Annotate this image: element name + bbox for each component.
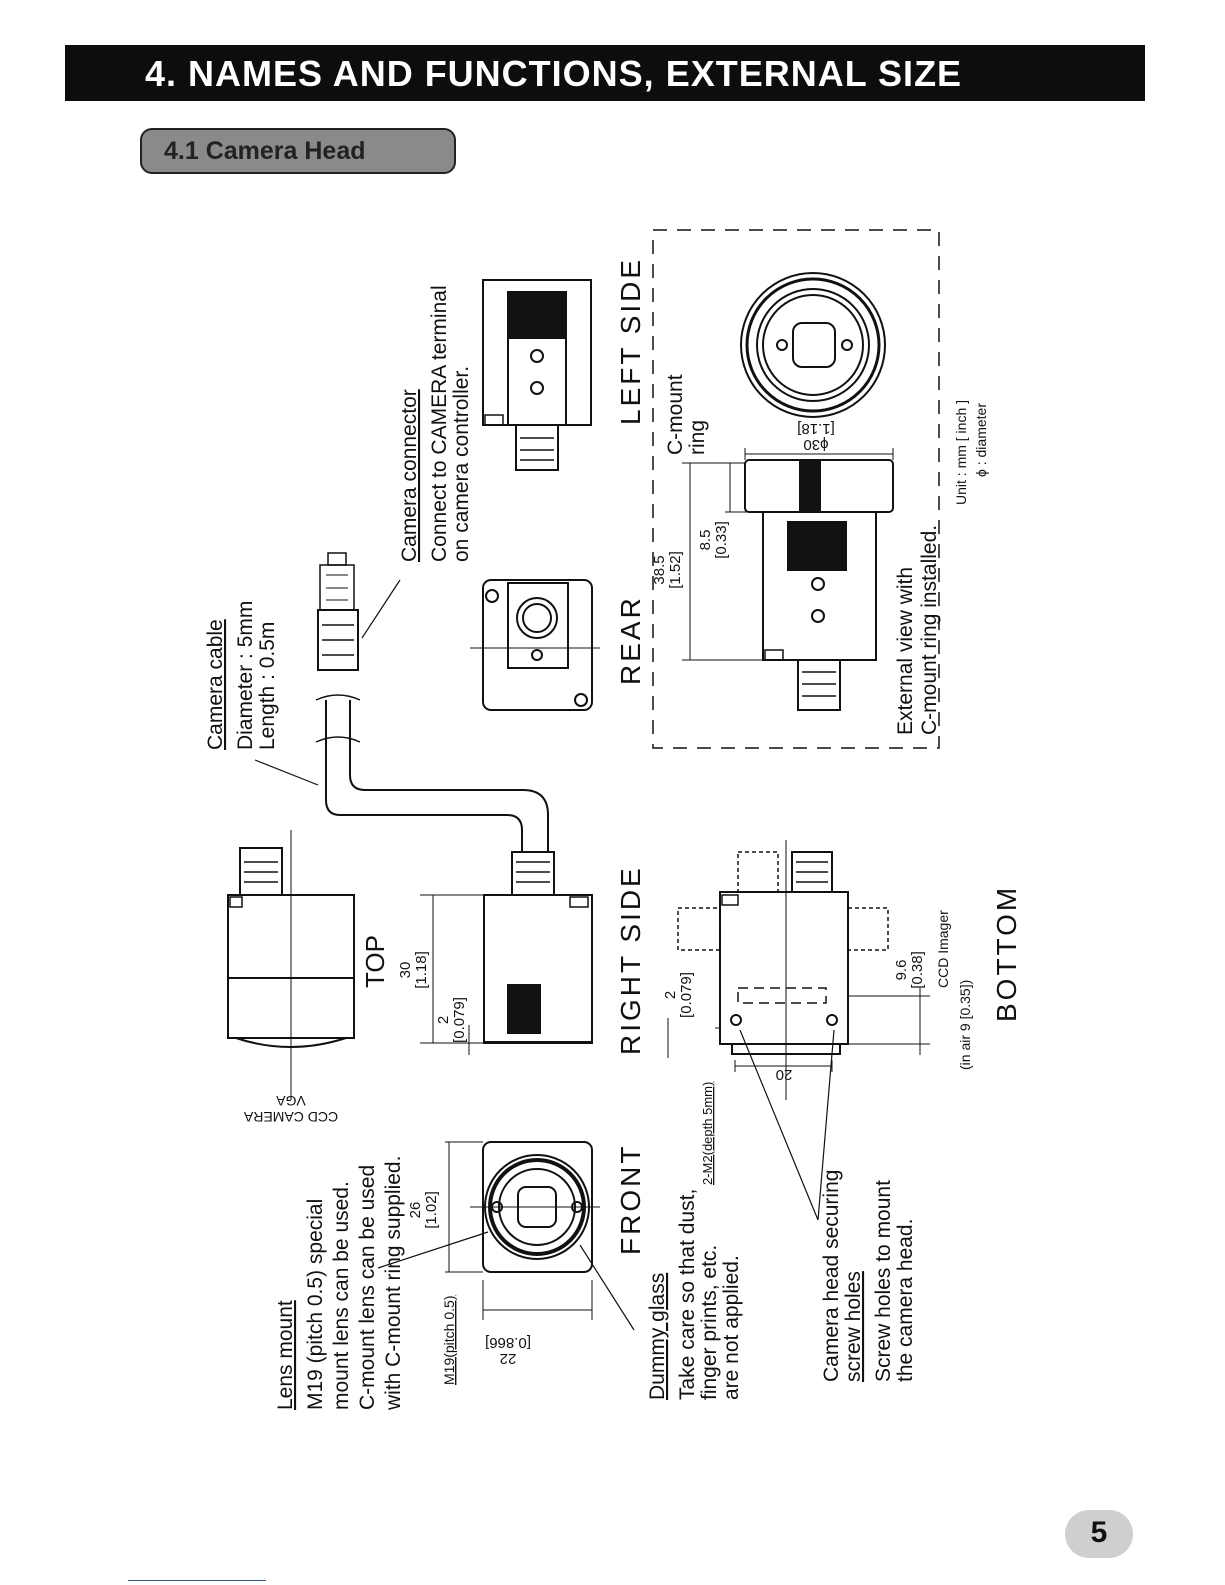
lens-mount-line-2: mount lens can be used. — [330, 1181, 353, 1410]
dummy-glass-line-1: Take care so that dust, — [676, 1189, 699, 1400]
cmount-ring-line-1: C-mount — [664, 374, 687, 455]
top-view — [227, 830, 355, 1100]
camera-cable-line-2: Length : 0.5m — [256, 622, 279, 750]
page-number-badge: 5 — [1065, 1510, 1133, 1558]
cmount-ring-line-2: ring — [686, 420, 709, 455]
external-view-line-2: C-mount ring installed. — [918, 525, 941, 735]
section-heading-tab: 4.1 Camera Head — [140, 128, 456, 174]
view-label-bottom: BOTTOM — [991, 885, 1022, 1022]
units-line-1: Unit : mm [ inch ] — [953, 400, 969, 505]
dim-front-width-inch: [0.866] — [485, 1334, 531, 1351]
dim-top-length-inch: [1.18] — [413, 951, 430, 989]
dim-hole-spacing: 20 — [776, 1066, 793, 1083]
lens-mount-line-3: C-mount lens can be used — [356, 1165, 379, 1410]
units-line-2: ϕ : diameter — [973, 403, 989, 477]
dim-ring-length-mm: 8.5 — [697, 530, 714, 551]
dim-top-length-mm: 30 — [397, 962, 414, 979]
camera-cable-title: Camera cable — [204, 619, 227, 750]
front-view — [445, 1141, 600, 1320]
lens-mount-line-1: M19 (pitch 0.5) special — [304, 1199, 327, 1410]
dim-top-offset-mm: 2 — [435, 1016, 452, 1024]
dim-front-width-mm: 22 — [500, 1350, 517, 1367]
dim-front-thread: M19(pitch 0.5) — [441, 1296, 457, 1385]
bottom-view — [667, 840, 930, 1100]
footer-link-line — [128, 1580, 266, 1581]
dim-top-offset-inch: [0.079] — [451, 997, 468, 1043]
view-label-front: FRONT — [615, 1144, 646, 1255]
camera-connector-line-2: on camera controller. — [450, 366, 473, 562]
dim-ring-diameter-inch: [1.18] — [797, 420, 835, 437]
camera-cable-line-1: Diameter : 5mm — [234, 601, 257, 750]
dim-bottom-offset-mm: 2 — [662, 991, 679, 999]
camera-cable-drawing — [315, 552, 549, 852]
page-header-bar: 4. NAMES AND FUNCTIONS, EXTERNAL SIZE — [65, 45, 1145, 101]
dim-bottom-offset-inch: [0.079] — [678, 972, 695, 1018]
dim-imager-pos-mm: 9.6 — [893, 960, 910, 981]
dim-imager-label: CCD Imager — [935, 910, 951, 988]
dim-ring-diameter-mm: ϕ30 — [803, 436, 828, 453]
screw-holes-line-1: Screw holes to mount — [872, 1180, 895, 1382]
top-label-group: TOP — [360, 935, 390, 988]
dim-front-height-inch: [1.02] — [423, 1191, 440, 1229]
dummy-glass-line-2: finger prints, etc. — [698, 1245, 721, 1400]
camera-label-line1: CCD CAMERA — [243, 1109, 338, 1125]
view-label-left-side: LEFT SIDE — [615, 257, 646, 425]
external-view-box — [652, 229, 940, 749]
camera-label-line2: VGA — [276, 1093, 306, 1109]
dim-overall-length-mm: 38.5 — [651, 555, 668, 584]
dim-front-height-mm: 26 — [407, 1202, 424, 1219]
screw-holes-line-2: the camera head. — [894, 1219, 917, 1382]
camera-connector-line-1: Connect to CAMERA terminal — [428, 285, 451, 562]
view-label-top: TOP — [360, 935, 390, 988]
lens-mount-title: Lens mount — [274, 1300, 297, 1410]
page-number: 5 — [1090, 1516, 1108, 1549]
section-title: 4.1 Camera Head — [164, 137, 366, 165]
view-label-rear: REAR — [615, 595, 646, 685]
rear-view — [470, 579, 600, 711]
dim-screw-spec: 2-M2(depth 5mm) — [700, 1082, 715, 1185]
dummy-glass-line-3: are not applied. — [720, 1255, 743, 1400]
dim-imager-air: (in air 9 [0.35]) — [957, 980, 973, 1070]
view-label-right-side: RIGHT SIDE — [615, 865, 646, 1055]
leader-lines — [254, 579, 835, 1331]
dim-overall-length-inch: [1.52] — [667, 551, 684, 589]
left-side-view — [482, 279, 592, 471]
page-title: 4. NAMES AND FUNCTIONS, EXTERNAL SIZE — [145, 53, 963, 94]
external-view-line-1: External view with — [894, 567, 917, 735]
screw-holes-title-1: Camera head securing — [820, 1170, 843, 1382]
dim-ring-length-inch: [0.33] — [713, 521, 730, 559]
dim-imager-pos-inch: [0.38] — [909, 951, 926, 989]
screw-holes-title-2: screw holes — [842, 1271, 865, 1382]
camera-connector-title: Camera connector — [398, 389, 421, 562]
lens-mount-line-4: with C-mount ring supplied. — [382, 1156, 405, 1411]
right-side-view — [420, 851, 593, 1055]
dummy-glass-title: Dummy glass — [646, 1273, 669, 1400]
